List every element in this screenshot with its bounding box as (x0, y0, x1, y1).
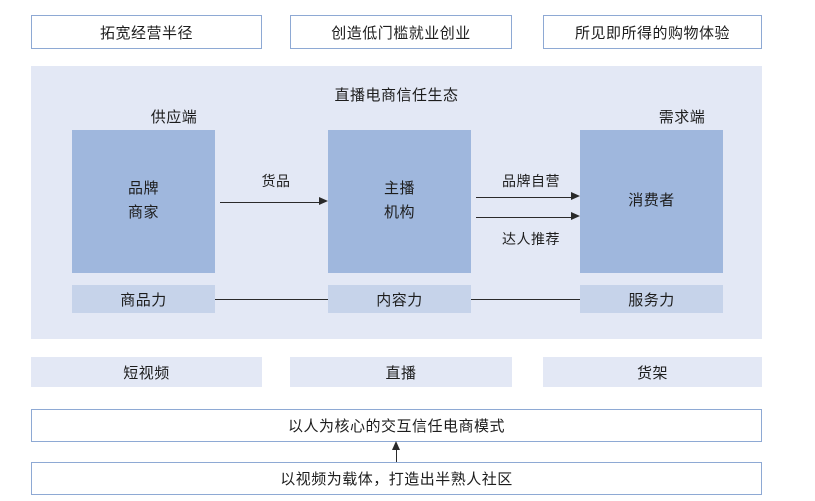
flow-arrow-brand-self-operated-line (476, 197, 572, 198)
flow-label-influencer-recommendation: 达人推荐 (502, 233, 560, 248)
channel-label: 短视频 (123, 365, 170, 382)
channel-box-short-video[interactable]: 短视频 (31, 357, 262, 387)
actor-label-line1: 消费者 (628, 192, 675, 209)
statement-arrow-line (396, 446, 397, 462)
capability-link-left (215, 299, 328, 300)
flow-arrow-influencer-recommendation-head (571, 212, 580, 220)
top-box-wysiwyg-shopping[interactable]: 所见即所得的购物体验 (543, 15, 762, 49)
actor-label-line1: 主播 (383, 181, 415, 198)
actor-label-line1: 品牌 (127, 181, 159, 198)
capability-box-content-power[interactable]: 内容力 (328, 285, 471, 313)
capability-label: 内容力 (376, 292, 423, 309)
capability-box-product-power[interactable]: 商品力 (72, 285, 215, 313)
demand-side-label: 需求端 (658, 110, 706, 126)
channel-box-shelf[interactable]: 货架 (543, 357, 762, 387)
capability-label: 服务力 (628, 292, 675, 309)
capability-label: 商品力 (120, 292, 167, 309)
channel-box-livestream[interactable]: 直播 (290, 357, 512, 387)
channel-label: 直播 (385, 365, 417, 382)
statement-label: 以人为核心的交互信任电商模式 (287, 419, 505, 435)
supply-side-label: 供应端 (150, 110, 198, 126)
flow-arrow-goods-line (220, 202, 320, 203)
actor-label-line2: 商家 (127, 204, 159, 221)
ecosystem-panel: 直播电商信任生态 供应端 需求端 品牌 商家 主播 机构 消费者 货品 品牌自营… (31, 66, 762, 339)
statement-box-video-community[interactable]: 以视频为载体，打造出半熟人社区 (31, 462, 762, 495)
statement-arrow-head (392, 441, 400, 450)
statement-label: 以视频为载体，打造出半熟人社区 (280, 472, 513, 488)
channel-label: 货架 (636, 365, 668, 382)
top-box-label: 拓宽经营半径 (99, 25, 193, 42)
actor-box-brand-merchant[interactable]: 品牌 商家 (72, 130, 215, 273)
ecosystem-title: 直播电商信任生态 (334, 88, 459, 104)
top-box-low-barrier-employment[interactable]: 创造低门槛就业创业 (290, 15, 512, 49)
top-box-broaden-radius[interactable]: 拓宽经营半径 (31, 15, 262, 49)
actor-label-line2: 机构 (383, 204, 415, 221)
flow-arrow-brand-self-operated-head (571, 192, 580, 200)
actor-box-streamer-agency[interactable]: 主播 机构 (328, 130, 471, 273)
flow-label-brand-self-operated: 品牌自营 (502, 175, 560, 190)
statement-box-human-centric-model[interactable]: 以人为核心的交互信任电商模式 (31, 409, 762, 442)
flow-arrow-influencer-recommendation-line (476, 217, 572, 218)
capability-link-right (471, 299, 580, 300)
top-box-label: 所见即所得的购物体验 (574, 25, 730, 42)
actor-box-consumer[interactable]: 消费者 (580, 130, 723, 273)
flow-label-goods: 货品 (261, 175, 291, 190)
capability-box-service-power[interactable]: 服务力 (580, 285, 723, 313)
flow-arrow-goods-head (319, 197, 328, 205)
top-box-label: 创造低门槛就业创业 (331, 25, 471, 42)
